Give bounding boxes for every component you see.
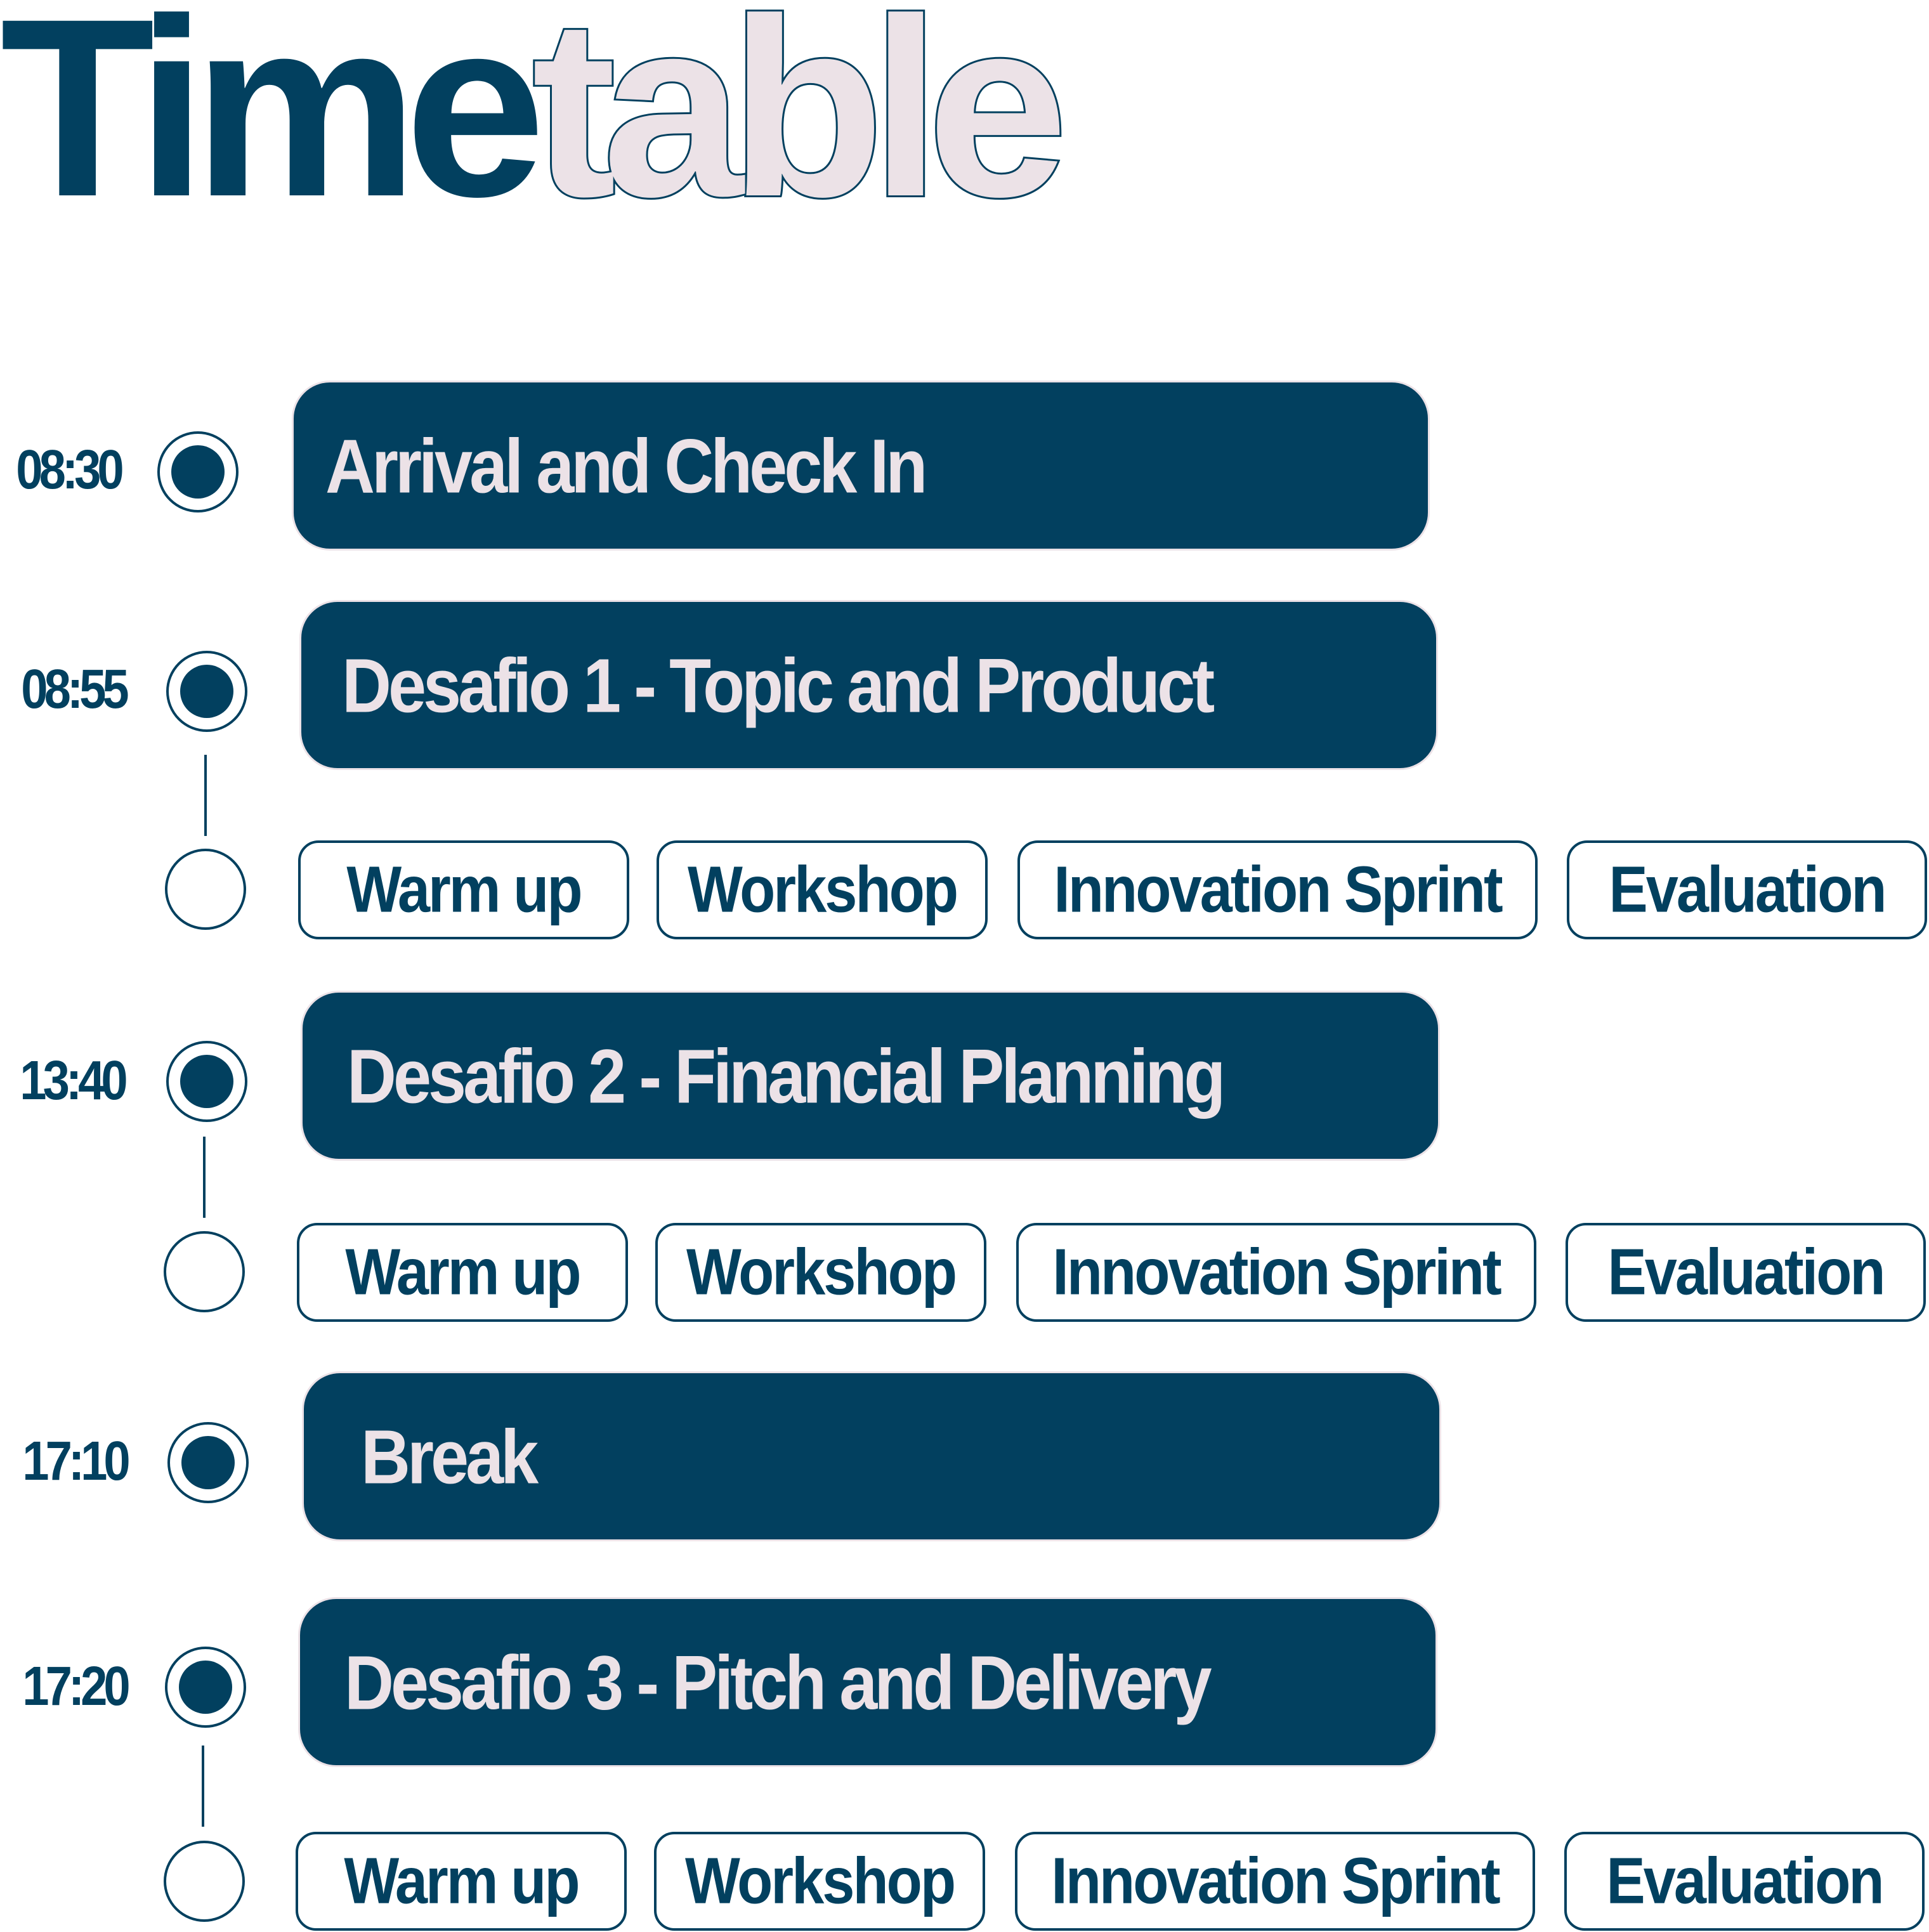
timeline-marker-filled [165, 1647, 246, 1728]
timeline-connector [204, 755, 207, 836]
event-bar: Desafio 2 - Financial Planning [301, 991, 1440, 1161]
event-bar: Arrival and Check In [292, 381, 1430, 551]
event-time: 08:55 [21, 658, 129, 721]
event-title: Desafio 1 - Topic and Product [342, 642, 1215, 728]
event-title: Desafio 2 - Financial Planning [347, 1033, 1226, 1119]
activity-chip: Innovation Sprint [1015, 1832, 1535, 1931]
activity-chip: Warm up [297, 1223, 628, 1322]
activity-label: Workshop [686, 1236, 957, 1309]
activity-chip: Warm up [298, 840, 629, 939]
title-part-solid: Time [0, 0, 546, 249]
activity-label: Innovation Sprint [1051, 1844, 1500, 1917]
timeline-marker-filled [166, 651, 247, 732]
activity-chip: Workshop [657, 840, 988, 939]
activity-label: Innovation Sprint [1054, 853, 1503, 926]
timeline-marker-empty [164, 1841, 245, 1922]
event-title: Break [361, 1413, 539, 1499]
activity-chip: Evaluation [1566, 1223, 1926, 1322]
event-title: Arrival and Check In [325, 422, 927, 509]
activity-label: Innovation Sprint [1052, 1236, 1501, 1309]
activity-chip: Evaluation [1564, 1832, 1925, 1931]
timeline-marker-empty [164, 1231, 245, 1312]
activity-label: Evaluation [1607, 1236, 1885, 1309]
event-time: 08:30 [16, 438, 124, 501]
event-bar: Desafio 3 - Pitch and Delivery [298, 1597, 1437, 1767]
activity-chip: Evaluation [1567, 840, 1927, 939]
activity-label: Evaluation [1606, 1844, 1884, 1917]
timeline-marker-filled [157, 431, 239, 512]
event-time: 17:10 [22, 1430, 130, 1492]
activity-chip: Workshop [654, 1832, 985, 1931]
activity-chip: Workshop [655, 1223, 986, 1322]
timeline-marker-empty [165, 849, 246, 930]
event-bar: Break [302, 1371, 1441, 1541]
activity-chip: Innovation Sprint [1016, 1223, 1536, 1322]
event-bar: Desafio 1 - Topic and Product [299, 600, 1438, 770]
activity-label: Warm up [346, 853, 582, 926]
activity-label: Evaluation [1609, 853, 1886, 926]
activity-chip: Innovation Sprint [1017, 840, 1538, 939]
title-part-outline: table [530, 0, 1070, 249]
activity-label: Warm up [344, 1844, 580, 1917]
timeline-connector [203, 1137, 206, 1218]
activity-label: Warm up [345, 1236, 581, 1309]
timeline-marker-filled [166, 1041, 247, 1122]
page-title: Timetable [0, 0, 1070, 237]
timeline-connector [202, 1746, 204, 1827]
event-time: 17:20 [22, 1655, 130, 1718]
activity-label: Workshop [684, 1844, 956, 1917]
timeline-marker-filled [167, 1422, 249, 1503]
event-title: Desafio 3 - Pitch and Delivery [344, 1639, 1212, 1725]
activity-chip: Warm up [296, 1832, 627, 1931]
event-time: 13:40 [20, 1049, 128, 1112]
activity-label: Workshop [687, 853, 958, 926]
